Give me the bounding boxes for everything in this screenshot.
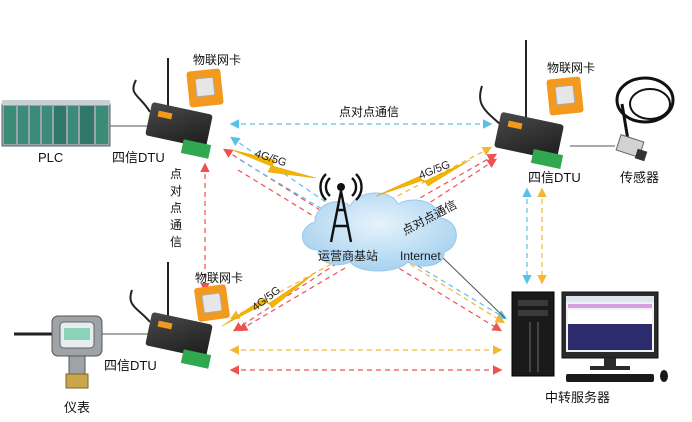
dtu-label-tr: 四信DTU [528, 170, 581, 185]
sim-card-icon-tr [546, 76, 584, 116]
meter-label: 仪表 [64, 400, 90, 415]
plc-label: PLC [38, 150, 63, 165]
link-bl-cloud-red [237, 267, 346, 332]
meter-device-icon [14, 315, 103, 389]
sim-card-icon-tl [186, 68, 224, 108]
server-label: 中转服务器 [545, 390, 610, 405]
lte-bolt-tl [231, 149, 317, 179]
dtu-label-bl: 四信DTU [104, 358, 157, 373]
internet-cloud [302, 192, 457, 272]
sensor-label: 传感器 [620, 170, 659, 185]
base-station-icon [319, 173, 363, 243]
p2p-vertical-char: 通 [170, 218, 182, 232]
p2p-vertical-char: 点 [170, 167, 182, 181]
dtu-device-icon-bl [129, 262, 213, 369]
sim-label-tr: 物联网卡 [547, 61, 595, 75]
sim-card-icon-bl [194, 284, 230, 322]
link-cloud-server-dark [439, 254, 506, 319]
p2p-vertical-char: 点 [170, 201, 182, 215]
base-station-label: 运营商基站 [318, 248, 378, 263]
sim-label-tl: 物联网卡 [193, 53, 241, 67]
dtu-device-icon-tr [479, 40, 564, 169]
p2p-vertical-label: 点 对 点 通 信 [170, 167, 182, 249]
sim-label-bl: 物联网卡 [195, 271, 243, 285]
link-cloud-server-orange [394, 254, 506, 324]
dtu-device-icon-tl [132, 58, 213, 159]
p2p-top-label: 点对点通信 [339, 105, 399, 119]
server-device-icon [511, 291, 668, 382]
link-tl-cloud-blue [230, 136, 331, 206]
sensor-device-icon [615, 76, 675, 162]
p2p-vertical-char: 对 [170, 184, 182, 198]
p2p-vertical-char: 信 [170, 235, 182, 249]
dtu-label-tl: 四信DTU [112, 150, 165, 165]
lte-bolt-bl [221, 271, 317, 327]
plc-device-icon [1, 100, 111, 147]
internet-label: Internet [400, 249, 441, 263]
lte-bolt-tr [375, 159, 471, 197]
